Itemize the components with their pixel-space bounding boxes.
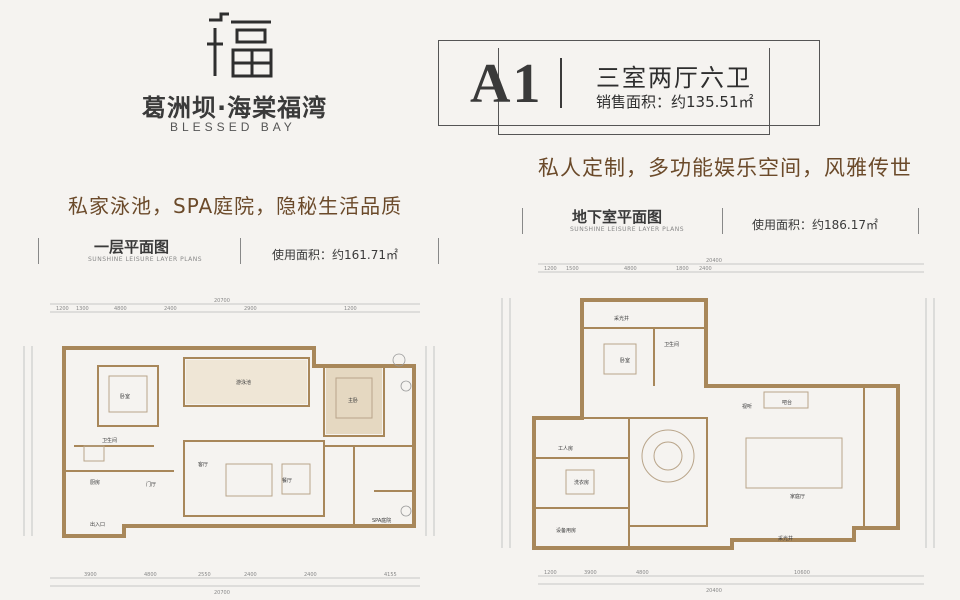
unit-code: A1 bbox=[470, 53, 543, 115]
first-floor-plan: 20700 1200 1300 4800 2400 2900 1200 3900… bbox=[23, 298, 435, 596]
first-floor-subtitle: SUNSHINE LEISURE LAYER PLANS bbox=[88, 256, 203, 263]
basement-title: 地下室平面图 bbox=[572, 208, 663, 226]
dim-label: 2550 bbox=[198, 572, 211, 578]
dim-label: 1200 bbox=[544, 266, 557, 272]
dim-label: 1500 bbox=[566, 266, 579, 272]
room-label: 卧室 bbox=[120, 393, 130, 400]
first-floor-title: 一层平面图 bbox=[94, 238, 170, 256]
dim-label: 1200 bbox=[544, 570, 557, 576]
basement-area: 使用面积：约186.17㎡ bbox=[752, 218, 878, 232]
room-label: 游泳池 bbox=[236, 379, 251, 386]
first-floor-area: 使用面积：约161.71㎡ bbox=[272, 248, 398, 262]
dim-label: 4800 bbox=[636, 570, 649, 576]
room-label: 设备用房 bbox=[556, 527, 576, 534]
heading-divider bbox=[38, 238, 39, 264]
heading-divider bbox=[438, 238, 439, 264]
room-label: 洗衣房 bbox=[574, 479, 589, 486]
room-label: 出入口 bbox=[90, 521, 105, 528]
dim-total-top: 20700 bbox=[214, 298, 230, 304]
room-label: 采光井 bbox=[778, 535, 793, 542]
unit-type: 三室两厅六卫 bbox=[596, 64, 752, 92]
dim-label: 1200 bbox=[56, 306, 69, 312]
room-label: 采光井 bbox=[614, 315, 629, 322]
dim-label: 1300 bbox=[76, 306, 89, 312]
room-label: 客厅 bbox=[198, 461, 208, 468]
room-label: 卫生间 bbox=[102, 437, 117, 444]
room-label: 卧室 bbox=[620, 357, 630, 364]
dim-label: 4800 bbox=[114, 306, 127, 312]
room-label: 主卧 bbox=[348, 397, 358, 404]
heading-divider bbox=[522, 208, 523, 234]
room-label: 门厅 bbox=[146, 481, 156, 488]
dim-label: 2400 bbox=[699, 266, 712, 272]
dim-label: 1800 bbox=[676, 266, 689, 272]
dim-label: 2900 bbox=[244, 306, 257, 312]
dim-label: 4800 bbox=[144, 572, 157, 578]
dim-label: 3900 bbox=[584, 570, 597, 576]
fu-character-logo-icon bbox=[207, 12, 273, 78]
heading-divider bbox=[240, 238, 241, 264]
unit-frame bbox=[438, 40, 820, 126]
dim-label: 3900 bbox=[84, 572, 97, 578]
dim-label: 4800 bbox=[624, 266, 637, 272]
dim-label: 2400 bbox=[164, 306, 177, 312]
room-label: 餐厅 bbox=[282, 477, 292, 484]
dim-total-top: 20400 bbox=[706, 258, 722, 264]
dim-total-bottom: 20400 bbox=[706, 588, 722, 594]
room-label: 视听 bbox=[742, 403, 752, 410]
room-label: 工人房 bbox=[558, 445, 573, 452]
heading-divider bbox=[722, 208, 723, 234]
unit-frame-inner bbox=[498, 48, 770, 135]
dim-label: 2400 bbox=[304, 572, 317, 578]
room-label: SPA庭院 bbox=[372, 517, 391, 524]
slogan-right: 私人定制，多功能娱乐空间，风雅传世 bbox=[538, 156, 912, 180]
room-label: 吧台 bbox=[782, 399, 792, 406]
room-label: 厨房 bbox=[90, 479, 100, 486]
room-label: 家庭厅 bbox=[790, 493, 805, 500]
brand-name-cn: 葛洲坝·海棠福湾 bbox=[142, 94, 328, 122]
room-label: 卫生间 bbox=[664, 341, 679, 348]
dim-label: 2400 bbox=[244, 572, 257, 578]
dim-label: 1200 bbox=[344, 306, 357, 312]
dim-label: 4155 bbox=[384, 572, 397, 578]
slogan-left: 私家泳池，SPA庭院，隐秘生活品质 bbox=[68, 194, 403, 218]
unit-divider bbox=[560, 58, 562, 108]
basement-plan: 20400 1200 1500 4800 1800 2400 1200 3900… bbox=[501, 258, 935, 594]
unit-sale-area: 销售面积：约135.51㎡ bbox=[596, 93, 754, 111]
basement-subtitle: SUNSHINE LEISURE LAYER PLANS bbox=[570, 226, 685, 233]
brand-name-en: BLESSED BAY bbox=[170, 120, 296, 134]
dim-total-bottom: 20700 bbox=[214, 590, 230, 596]
dim-label: 10600 bbox=[794, 570, 810, 576]
heading-divider bbox=[918, 208, 919, 234]
